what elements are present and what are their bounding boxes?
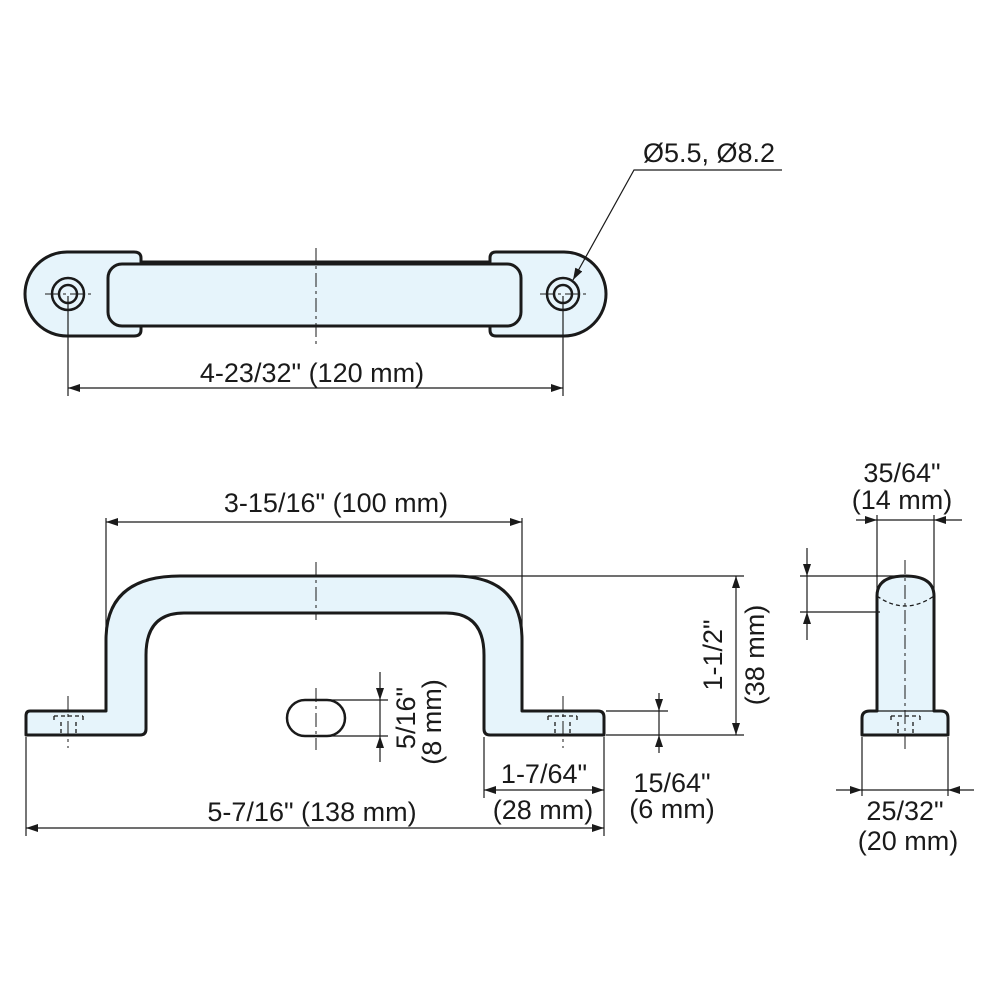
top-view: 4-23/32" (120 mm) Ø5.5, Ø8.2	[23, 138, 782, 396]
grip-width-in-label: 35/64"	[863, 458, 940, 488]
base-width-mm-label: (20 mm)	[858, 826, 959, 856]
slot-in-label: 5/16"	[391, 687, 421, 749]
foot-thk-in-label: 15/64"	[633, 768, 710, 798]
base-width-in-label: 25/32"	[866, 796, 943, 826]
inner-width-label: 3-15/16" (100 mm)	[224, 488, 448, 518]
foot-length-mm-label: (28 mm)	[493, 795, 594, 825]
height-in-label: 1-1/2"	[698, 619, 728, 690]
grip-width-mm-label: (14 mm)	[852, 485, 953, 515]
foot-thk-mm-label: (6 mm)	[629, 794, 714, 824]
front-view-outline	[24, 574, 606, 737]
slot-mm-label: (8 mm)	[417, 679, 447, 764]
hole-leader	[572, 169, 782, 281]
height-mm-label: (38 mm)	[740, 605, 770, 706]
front-view: 3-15/16" (100 mm) 5-7/16" (138 mm) 1-7/6…	[24, 488, 770, 836]
side-view: 35/64" (14 mm) 25/32" (20 mm)	[800, 458, 974, 856]
foot-length-in-label: 1-7/64"	[501, 759, 587, 789]
top-pitch-label: 4-23/32" (120 mm)	[200, 358, 424, 388]
hole-dia-label: Ø5.5, Ø8.2	[643, 138, 775, 168]
top-view-grip	[106, 262, 523, 328]
overall-length-label: 5-7/16" (138 mm)	[207, 797, 416, 827]
